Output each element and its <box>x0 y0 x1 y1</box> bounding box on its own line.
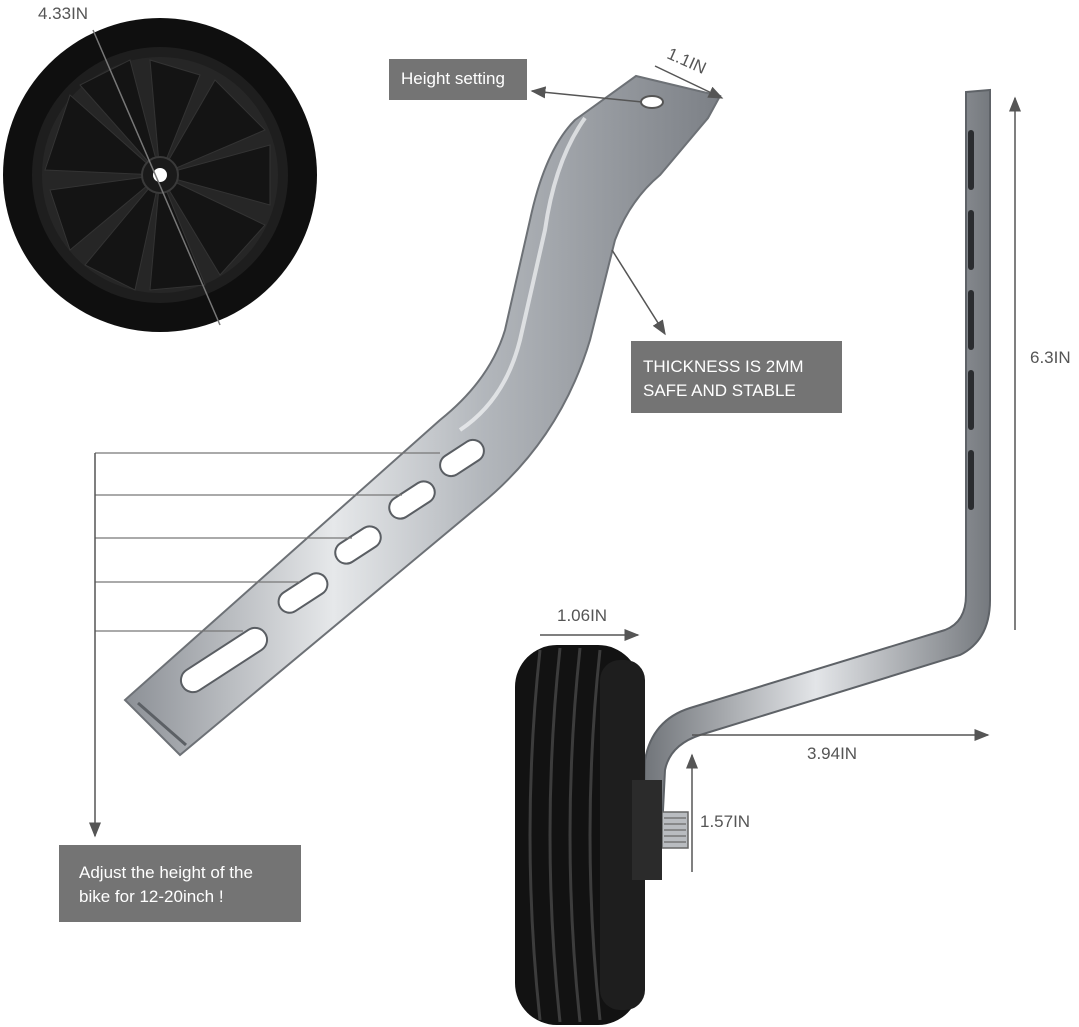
arm-reach-label: 3.94IN <box>807 744 858 763</box>
thickness-arrow <box>611 249 666 336</box>
axle-height-label: 1.57IN <box>700 812 751 831</box>
thickness-callout: THICKNESS IS 2MM SAFE AND STABLE <box>631 341 842 413</box>
adjust-leader-lines <box>89 452 440 838</box>
thickness-line1: THICKNESS IS 2MM <box>643 357 804 376</box>
height-setting-text: Height setting <box>401 69 505 88</box>
wheel-diameter-line <box>92 29 221 326</box>
thickness-line2: SAFE AND STABLE <box>643 381 796 400</box>
adjust-line2: bike for 12-20inch ! <box>79 887 224 906</box>
height-setting-arrow <box>530 86 643 103</box>
wheel-side-view-icon <box>515 645 662 1025</box>
adjust-height-callout: Adjust the height of the bike for 12-20i… <box>59 845 301 922</box>
bracket-width-arrow <box>654 65 724 99</box>
arm-height-label: 6.3IN <box>1030 348 1071 367</box>
adjust-line1: Adjust the height of the <box>79 863 253 882</box>
tire-width-label: 1.06IN <box>557 606 608 625</box>
wheel-diameter-label: 4.33IN <box>38 4 89 23</box>
height-setting-callout: Height setting <box>389 59 527 100</box>
bracket-arm-icon <box>123 74 722 757</box>
wheel-front-view-icon <box>3 18 317 332</box>
